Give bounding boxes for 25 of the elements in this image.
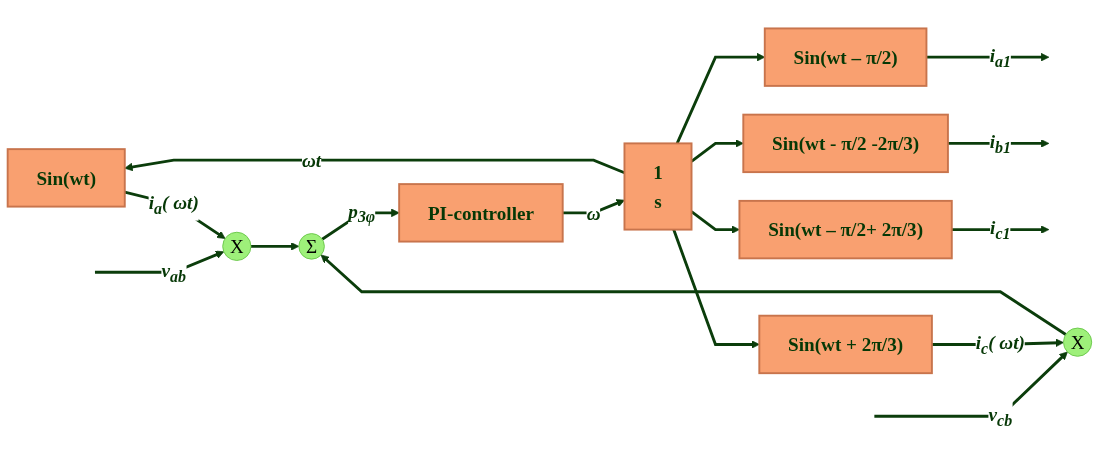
arrow bbox=[672, 229, 760, 349]
node-box: Sin(wt + 2π/3) bbox=[758, 314, 933, 375]
edge-label: i$_{c}$( ωt) bbox=[975, 331, 1025, 358]
edge-label: v$_{cb}$ bbox=[988, 403, 1013, 430]
edge-label: i$_{c1}$ bbox=[990, 217, 1011, 244]
arrow bbox=[320, 254, 1067, 336]
edge-label: i$_{b1}$ bbox=[989, 130, 1011, 157]
node-box: 1 s bbox=[623, 142, 693, 231]
node-box: Sin(wt – π/2) bbox=[763, 27, 928, 87]
node-box: Sin(wt) bbox=[6, 148, 126, 208]
edge-label: i$_{a}$( ωt) bbox=[148, 191, 199, 218]
node-circle: Σ bbox=[298, 233, 325, 260]
edge-label: ω bbox=[586, 202, 601, 224]
node-circle: X bbox=[1063, 327, 1093, 357]
node-box: Sin(wt – π/2+ 2π/3) bbox=[738, 199, 953, 260]
arrow bbox=[124, 158, 625, 175]
arrow bbox=[250, 242, 300, 251]
edge-label: v$_{ab}$ bbox=[161, 259, 186, 286]
edge-label: i$_{a1}$ bbox=[989, 44, 1011, 71]
node-box: Sin(wt - π/2 -2π/3) bbox=[742, 113, 949, 174]
node-circle: X bbox=[222, 231, 252, 261]
node-box: PI-controller bbox=[398, 183, 564, 243]
edge-label: p$_{3φ}$ bbox=[348, 200, 376, 227]
arrow bbox=[874, 351, 1068, 418]
edge-label: ωt bbox=[302, 149, 322, 171]
